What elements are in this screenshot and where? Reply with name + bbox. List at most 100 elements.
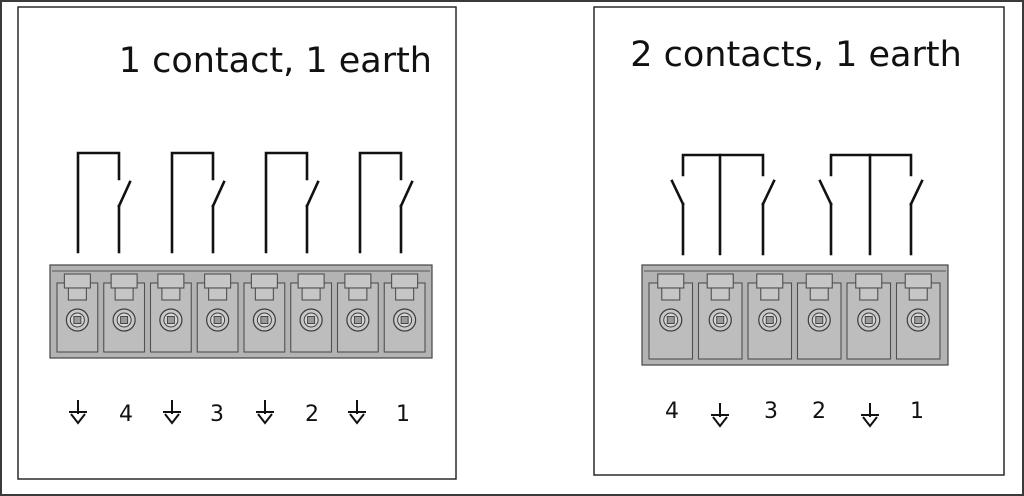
release-tab [63, 273, 91, 289]
screw-slot [307, 316, 316, 324]
wire-entry [809, 287, 829, 301]
screw-slot [213, 316, 222, 324]
switch-contact [305, 180, 320, 208]
pin-number: 2 [812, 399, 826, 424]
wire-entry [301, 287, 321, 301]
contact-group-left [670, 153, 776, 256]
terminal-module [697, 273, 743, 360]
wire-entry [208, 287, 228, 301]
screw-slot [120, 316, 129, 324]
screw-slot [914, 316, 923, 324]
screw-slot [716, 316, 725, 324]
wire-entry [908, 287, 928, 301]
release-tab [110, 273, 138, 289]
panel-one-contact-one-earth: 1 contact, 1 earth [17, 6, 457, 480]
contact-pair-4 [76, 151, 132, 254]
release-tab [391, 273, 419, 289]
screw-slot [260, 316, 269, 324]
wire-entry [114, 287, 134, 301]
terminal-module [149, 273, 192, 353]
switch-contact [117, 180, 132, 208]
earth-arrow [164, 413, 180, 425]
pin-number: 2 [305, 402, 319, 427]
release-tab [657, 273, 685, 289]
wire-entry [710, 287, 730, 301]
earth-arrow [70, 413, 86, 425]
contact-wire [264, 151, 309, 254]
screw-slot [73, 316, 82, 324]
release-tab [805, 273, 833, 289]
wire-entry [254, 287, 274, 301]
wire-entry [348, 287, 368, 301]
wire-entry [760, 287, 780, 301]
release-tab [157, 273, 185, 289]
screw-slot [765, 316, 774, 324]
contact-wire [76, 151, 121, 254]
terminal-module [336, 273, 379, 353]
pin-number: 1 [396, 402, 410, 427]
contact-wire [170, 151, 215, 254]
terminal-module [196, 273, 239, 353]
contact-wire [358, 151, 403, 254]
screw-slot [166, 316, 175, 324]
release-tab [344, 273, 372, 289]
contact-pair-3 [170, 151, 226, 254]
panel-title: 1 contact, 1 earth [119, 41, 432, 81]
terminal-module [290, 273, 333, 353]
release-tab [904, 273, 932, 289]
pin-number: 4 [119, 402, 133, 427]
contact-pair-2 [264, 151, 320, 254]
switch-contact [909, 179, 924, 206]
contact-pair-1 [358, 151, 414, 254]
screw-slot [400, 316, 409, 324]
terminal-module [648, 273, 694, 360]
wire-entry [395, 287, 415, 301]
wire-entry [661, 287, 681, 301]
terminal-module [895, 273, 941, 360]
switch-contact [670, 179, 685, 206]
pin-number: 3 [210, 402, 224, 427]
release-tab [855, 273, 883, 289]
switch-contact [399, 180, 414, 208]
earth-arrow [349, 413, 365, 425]
contact-wiring [670, 153, 924, 256]
terminal-module [103, 273, 146, 353]
earth-ground-icon [348, 400, 366, 425]
wire-entry [161, 287, 181, 301]
panel-frame [593, 6, 1005, 476]
terminal-module [747, 273, 793, 360]
panel-title: 2 contacts, 1 earth [630, 35, 962, 75]
earth-ground-icon [163, 400, 181, 425]
terminal-module [243, 273, 286, 353]
earth-arrow [257, 413, 273, 425]
earth-ground-icon [69, 400, 87, 425]
earth-ground-icon [861, 403, 879, 428]
terminal-module [383, 273, 426, 353]
terminal-block-8-pin [49, 264, 433, 359]
earth-ground-icon [256, 400, 274, 425]
switch-contact [818, 179, 833, 206]
terminal-module [796, 273, 842, 360]
terminal-block-6-pin [641, 264, 949, 366]
contact-group-right [818, 153, 924, 256]
pin-number: 4 [665, 399, 679, 424]
common-bar [681, 153, 765, 177]
screw-slot [353, 316, 362, 324]
pin-labels: 4 3 2 1 [69, 400, 410, 427]
pin-number: 3 [764, 399, 778, 424]
terminal-module [846, 273, 892, 360]
terminal-module [56, 273, 99, 353]
contact-wiring [76, 151, 414, 254]
screw-slot [815, 316, 824, 324]
release-tab [250, 273, 278, 289]
switch-contact [211, 180, 226, 208]
earth-ground-icon [711, 403, 729, 428]
switch-contact [761, 179, 776, 206]
panel-frame [17, 6, 457, 480]
earth-arrow [712, 416, 728, 428]
wire-entry [859, 287, 879, 301]
release-tab [756, 273, 784, 289]
